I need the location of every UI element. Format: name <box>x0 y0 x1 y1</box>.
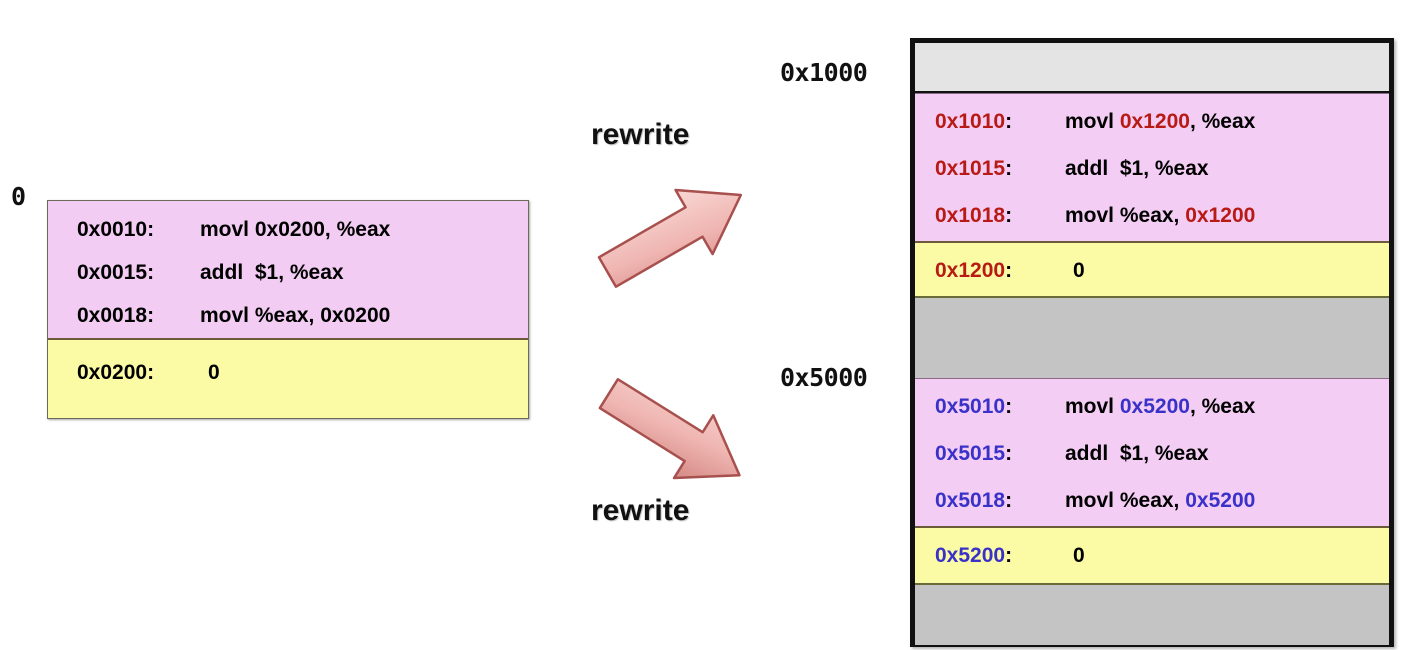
region-one-code: 0x1010: movl 0x1200, %eax 0x1015: addl $… <box>915 93 1389 243</box>
asm-instruction: addl $1, %eax <box>200 261 344 284</box>
memory-gap-bottom <box>915 585 1389 645</box>
data-address-value: 0x1200 <box>935 259 1006 282</box>
asm-address: 0x0018: <box>77 304 155 327</box>
data-address-value: 0x5200 <box>935 544 1006 567</box>
asm-operand-address: 0x1200 <box>1185 204 1256 227</box>
rewrite-arrow-down-icon <box>598 378 741 480</box>
region-one-data: 0x1200: 0 <box>915 243 1389 298</box>
asm-row: 0x5015: addl $1, %eax <box>915 430 1389 477</box>
asm-mnemonic: movl <box>1065 110 1120 133</box>
asm-instruction: movl 0x1200, %eax <box>1065 98 1389 145</box>
data-value: 0 <box>1073 544 1085 567</box>
memory-tick-0x1000: 0x1000 <box>780 58 868 87</box>
asm-instruction: movl 0x5200, %eax <box>1065 383 1389 430</box>
asm-address-colon: : <box>1005 204 1013 227</box>
data-address: 0x1200: <box>915 256 1073 286</box>
asm-operand-address: 0x5200 <box>1119 395 1190 418</box>
single-space-code-region: 0x0010: movl 0x0200, %eax 0x0015: addl $… <box>48 201 528 340</box>
asm-address-value: 0x5015 <box>935 442 1006 465</box>
asm-row: 0x0010: movl 0x0200, %eax <box>48 208 528 251</box>
asm-address-colon: : <box>1005 489 1013 512</box>
asm-address: 0x5015: <box>915 430 1065 477</box>
asm-operand-tail: , %eax <box>1189 395 1256 418</box>
single-address-space-block: 0x0010: movl 0x0200, %eax 0x0015: addl $… <box>47 200 529 419</box>
data-row: 0x0200: 0 <box>48 358 528 388</box>
asm-row: 0x5010: movl 0x5200, %eax <box>915 383 1389 430</box>
asm-mnemonic: movl %eax, <box>1065 204 1186 227</box>
asm-mnemonic: addl $1, %eax <box>1065 442 1209 465</box>
asm-instruction: movl 0x0200, %eax <box>200 218 391 241</box>
asm-address-value: 0x1018 <box>935 204 1006 227</box>
asm-address-colon: : <box>1005 442 1013 465</box>
asm-address-colon: : <box>1005 110 1013 133</box>
asm-mnemonic: addl $1, %eax <box>1065 157 1209 180</box>
region-two-data: 0x5200: 0 <box>915 528 1389 585</box>
asm-address: 0x0015: <box>77 261 155 284</box>
data-address: 0x5200: <box>915 541 1073 571</box>
asm-row: 0x1015: addl $1, %eax <box>915 145 1389 192</box>
asm-address-value: 0x5018 <box>935 489 1006 512</box>
data-address-colon: : <box>1005 259 1013 282</box>
asm-instruction: movl %eax, 0x0200 <box>200 304 391 327</box>
asm-instruction: addl $1, %eax <box>1065 430 1389 477</box>
data-value: 0 <box>1073 259 1085 282</box>
memory-tick-0x5000: 0x5000 <box>780 363 868 392</box>
asm-address-colon: : <box>1005 395 1013 418</box>
asm-address-value: 0x1010 <box>935 110 1006 133</box>
asm-address: 0x1018: <box>915 192 1065 239</box>
asm-instruction: movl %eax, 0x5200 <box>1065 477 1389 524</box>
data-value: 0 <box>208 361 220 384</box>
asm-row: 0x0015: addl $1, %eax <box>48 251 528 294</box>
data-row: 0x5200: 0 <box>915 541 1389 571</box>
memory-gap-top <box>915 43 1389 93</box>
asm-instruction: addl $1, %eax <box>1065 145 1389 192</box>
region-two-code: 0x5010: movl 0x5200, %eax 0x5015: addl $… <box>915 378 1389 528</box>
asm-instruction: movl %eax, 0x1200 <box>1065 192 1389 239</box>
asm-address: 0x1010: <box>915 98 1065 145</box>
asm-address-value: 0x5010 <box>935 395 1006 418</box>
asm-mnemonic: movl <box>1065 395 1120 418</box>
asm-address: 0x1015: <box>915 145 1065 192</box>
asm-address: 0x5018: <box>915 477 1065 524</box>
data-address: 0x0200: <box>77 361 155 384</box>
asm-operand-address: 0x5200 <box>1185 489 1256 512</box>
asm-mnemonic: movl %eax, <box>1065 489 1186 512</box>
asm-address: 0x0010: <box>77 218 155 241</box>
asm-row: 0x5018: movl %eax, 0x5200 <box>915 477 1389 524</box>
asm-address: 0x5010: <box>915 383 1065 430</box>
data-address-colon: : <box>1005 544 1013 567</box>
asm-address-value: 0x1015 <box>935 157 1006 180</box>
asm-row: 0x0018: movl %eax, 0x0200 <box>48 294 528 337</box>
data-row: 0x1200: 0 <box>915 256 1389 286</box>
rewrite-label-top: rewrite <box>591 118 690 151</box>
asm-row: 0x1010: movl 0x1200, %eax <box>915 98 1389 145</box>
single-space-data-region: 0x0200: 0 <box>48 340 528 418</box>
rewrite-arrow-up-icon <box>597 188 743 288</box>
rewrite-label-bottom: rewrite <box>591 494 690 527</box>
asm-operand-address: 0x1200 <box>1119 110 1190 133</box>
origin-address-label: 0 <box>11 182 27 211</box>
asm-address-colon: : <box>1005 157 1013 180</box>
memory-gap-middle <box>915 298 1389 378</box>
asm-operand-tail: , %eax <box>1189 110 1256 133</box>
randomized-address-space-block: 0x1010: movl 0x1200, %eax 0x1015: addl $… <box>910 38 1394 647</box>
asm-row: 0x1018: movl %eax, 0x1200 <box>915 192 1389 239</box>
